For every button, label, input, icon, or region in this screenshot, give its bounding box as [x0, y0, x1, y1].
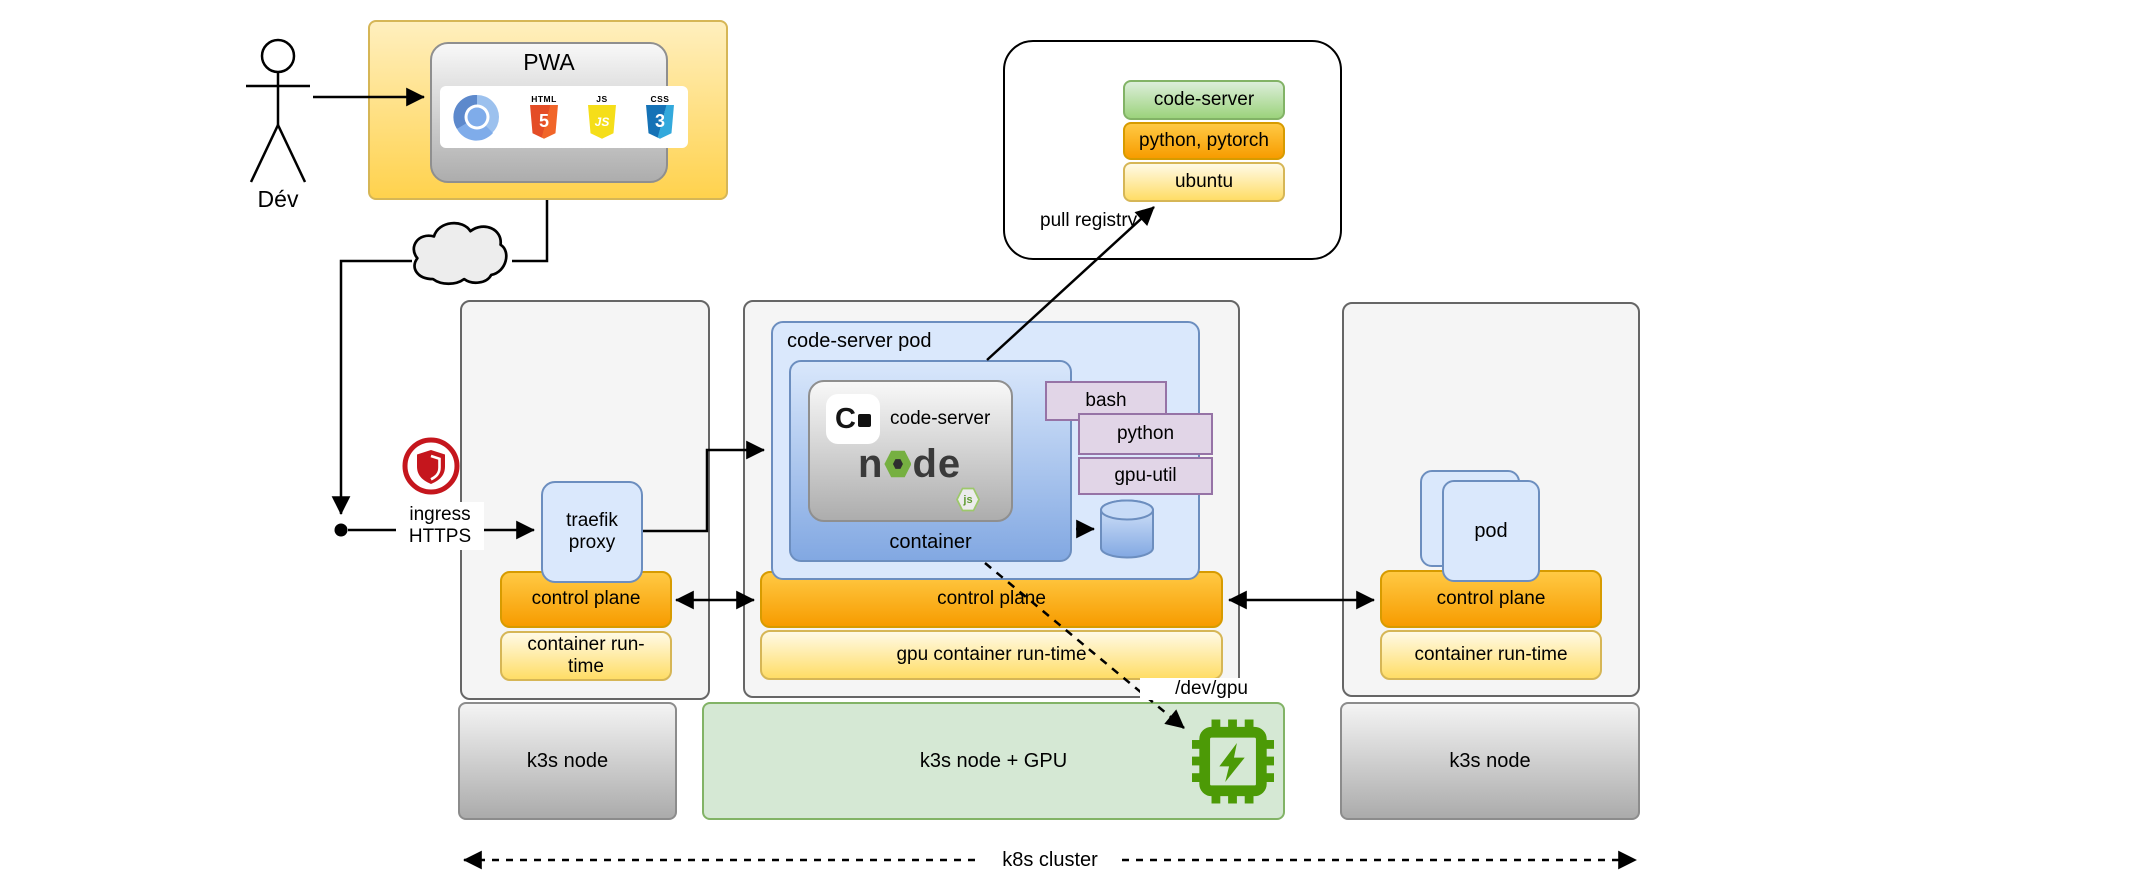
- registry-layer-code-server: code-server: [1123, 80, 1285, 120]
- left-k3s-node: k3s node: [458, 702, 677, 820]
- nodejs-icon: n de: [858, 444, 961, 484]
- nodejs-letters-de: de: [912, 442, 962, 486]
- database-cylinder-icon: [1100, 499, 1154, 559]
- traefik-proxy-box: traefik proxy: [541, 481, 643, 583]
- css-glyph: 3: [654, 111, 665, 132]
- ingress-https-label: ingress HTTPS: [396, 502, 484, 550]
- javascript-icon: JS JS: [587, 95, 617, 139]
- code-server-icon-square: [857, 414, 871, 427]
- pwa-title: PWA: [523, 48, 575, 75]
- chromium-icon: [453, 94, 499, 141]
- registry-layer-python-pytorch: python, pytorch: [1123, 122, 1285, 160]
- junction-dot: [334, 523, 348, 537]
- nodejs-hexagon: [884, 450, 912, 478]
- container-label: container: [889, 531, 972, 553]
- code-server-app-box: C code-server n de js: [808, 380, 1013, 522]
- pull-registry-label: pull registry: [1040, 210, 1138, 231]
- line-pwa-to-cloud: [512, 200, 549, 263]
- gpu-chip-icon: [1192, 719, 1274, 804]
- registry-layer-ubuntu: ubuntu: [1123, 162, 1285, 202]
- pwa-card: PWA HTML 5 JS JS CSS 3: [430, 42, 688, 183]
- shell-gpu-util-box: gpu-util: [1078, 457, 1213, 495]
- code-server-icon-letter: C: [835, 402, 856, 435]
- code-server-app-label: code-server: [890, 408, 991, 429]
- cloud-icon: [412, 221, 508, 286]
- code-server-icon: C: [826, 394, 880, 444]
- html5-glyph: 5: [538, 111, 549, 132]
- shell-python-box: python: [1078, 413, 1213, 455]
- middle-gpu-container-runtime: gpu container run-time: [760, 630, 1223, 680]
- left-container-runtime: container run-time: [500, 631, 672, 681]
- stick-figure-icon: [246, 38, 310, 183]
- dev-gpu-label: /dev/gpu: [1140, 678, 1248, 701]
- k8s-cluster-label: k8s cluster: [978, 847, 1122, 873]
- js-badge-text: JS: [596, 94, 608, 105]
- html5-badge-text: HTML: [531, 94, 557, 105]
- actor-label: Dév: [257, 186, 299, 212]
- red-shield-icon: [402, 437, 460, 495]
- css3-icon: CSS 3: [645, 95, 675, 139]
- js-glyph: JS: [594, 114, 610, 129]
- right-k3s-node: k3s node: [1340, 702, 1640, 820]
- nodejs-letter-n: n: [858, 442, 884, 486]
- nodejs-js-badge-text: js: [958, 489, 978, 510]
- right-container-runtime: container run-time: [1380, 630, 1602, 680]
- nodejs-js-badge: js: [956, 487, 980, 512]
- pod-box-front: pod: [1442, 480, 1540, 582]
- html5-icon: HTML 5: [529, 95, 559, 139]
- code-server-pod-label: code-server pod: [787, 330, 932, 352]
- web-tech-icon-strip: HTML 5 JS JS CSS 3: [440, 86, 688, 148]
- css-badge-text: CSS: [650, 94, 670, 105]
